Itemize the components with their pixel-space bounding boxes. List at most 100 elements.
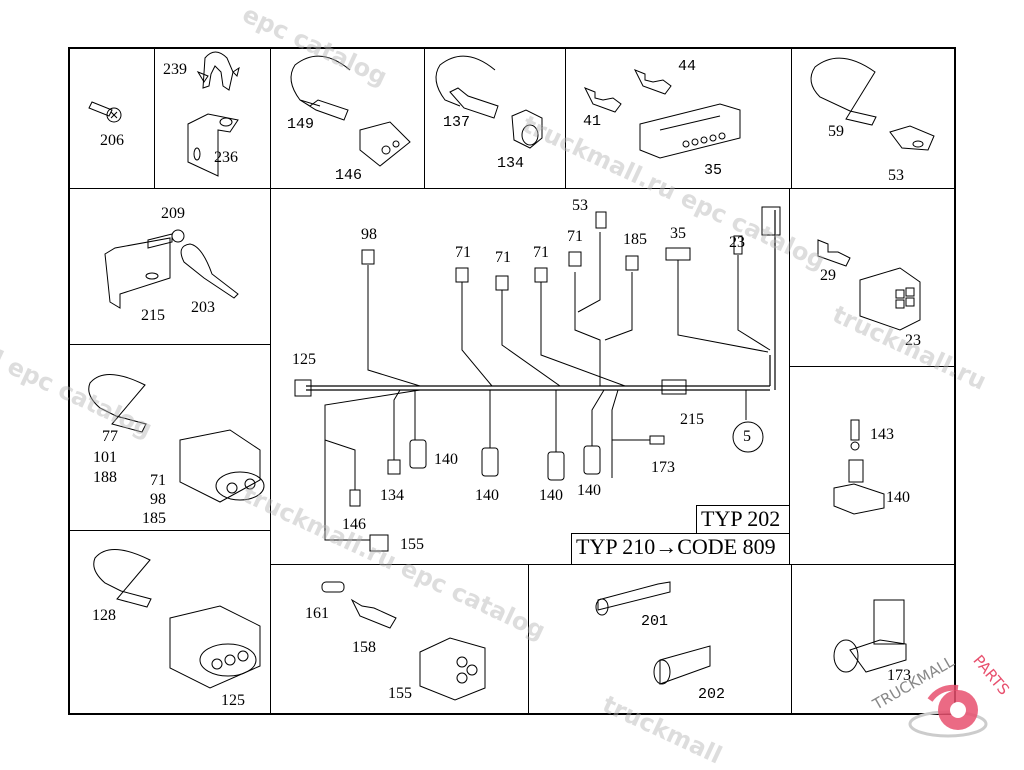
harness-label-125: 125	[292, 351, 316, 368]
harness-connector-71a	[455, 267, 469, 283]
harness-connector-top	[761, 206, 781, 236]
harness-label-185: 185	[623, 231, 647, 248]
harness-connector-173	[649, 435, 665, 445]
gear-logo-icon	[908, 684, 988, 738]
wire-137-icon	[435, 55, 543, 149]
harness-label-53: 53	[572, 197, 588, 214]
harness-label-140c: 140	[539, 487, 563, 504]
harness-connector-71b	[495, 275, 509, 291]
label-29: 29	[820, 267, 836, 284]
wire-149-icon	[290, 55, 411, 167]
harness-connector-134	[387, 459, 401, 475]
harness-connector-155	[369, 534, 389, 552]
label-98: 98	[150, 491, 166, 508]
harness-connector-53	[595, 211, 607, 229]
clip-239-icon	[196, 51, 240, 91]
label-59: 59	[828, 123, 844, 140]
typ-210-box: TYP 210→CODE 809	[571, 533, 790, 565]
wire-59-icon	[810, 57, 935, 151]
terminal-44-icon	[633, 69, 672, 95]
harness-connector-185	[625, 255, 639, 271]
label-23: 23	[905, 332, 921, 349]
plug-161-icon	[321, 581, 345, 593]
label-201: 201	[641, 613, 669, 630]
sleeve-202-icon	[653, 645, 711, 685]
label-77: 77	[102, 428, 118, 445]
harness-sensor-140a	[409, 439, 427, 469]
wire-128-icon	[93, 549, 152, 608]
harness-label-35: 35	[670, 225, 686, 242]
connector-71-icon	[179, 429, 265, 503]
harness-trunk	[306, 210, 776, 391]
harness-label-146: 146	[342, 516, 366, 533]
bolt-209-icon	[147, 229, 185, 249]
label-185: 185	[142, 510, 166, 527]
harness-label-140d: 140	[577, 482, 601, 499]
harness-branches	[324, 232, 771, 541]
label-155: 155	[388, 685, 412, 702]
label-137: 137	[443, 114, 471, 131]
harness-connector-125	[294, 379, 312, 397]
terminal-29-icon	[817, 239, 851, 267]
harness-label-71b: 71	[495, 249, 511, 266]
harness-connector-71c	[534, 267, 548, 283]
label-209: 209	[161, 205, 185, 222]
harness-label-155: 155	[400, 536, 424, 553]
elbow-173-icon	[833, 599, 907, 673]
harness-clip-215	[661, 379, 687, 395]
harness-label-71a: 71	[455, 244, 471, 261]
label-173: 173	[887, 667, 911, 684]
bracket-215-icon	[104, 237, 171, 309]
harness-label-140b: 140	[475, 487, 499, 504]
label-44: 44	[678, 58, 697, 75]
harness-connector-35	[665, 247, 691, 261]
bracket-236-icon	[187, 113, 239, 177]
harness-connector-23	[733, 235, 743, 255]
harness-label-173: 173	[651, 459, 675, 476]
harness-label-71c: 71	[533, 244, 549, 261]
pin-143-icon	[850, 419, 860, 451]
label-101: 101	[93, 449, 117, 466]
parts-drawings	[88, 51, 935, 701]
wire-77-icon	[88, 374, 147, 433]
label-215: 215	[141, 307, 165, 324]
terminal-158-icon	[350, 598, 397, 629]
label-188: 188	[93, 469, 117, 486]
truckmall-logo: TRUCKMALL PARTS	[860, 651, 1024, 750]
harness-label-98: 98	[361, 226, 377, 243]
label-143: 143	[870, 426, 894, 443]
screw-206-icon	[88, 101, 122, 123]
label-140: 140	[886, 489, 910, 506]
harness-sensor-140b	[481, 447, 499, 477]
label-146: 146	[335, 167, 363, 184]
terminal-41-icon	[583, 87, 622, 113]
harness-sensor-140d	[583, 445, 601, 475]
typ-202-box: TYP 202	[696, 505, 790, 534]
harness-connectors	[294, 206, 781, 552]
harness-label-23: 23	[729, 234, 745, 251]
harness-sensor-140c	[547, 451, 565, 481]
label-158: 158	[352, 639, 376, 656]
label-134: 134	[497, 155, 525, 172]
label-35: 35	[704, 162, 723, 179]
label-206: 206	[100, 132, 124, 149]
label-239: 239	[163, 61, 187, 78]
harness-connector-146	[349, 489, 361, 507]
panel-173	[791, 564, 956, 715]
sensor-140-icon	[833, 459, 885, 515]
harness-connector-71d	[568, 251, 582, 267]
callout-5-circle	[732, 421, 764, 453]
label-71: 71	[150, 472, 166, 489]
harness-label-140a: 140	[434, 451, 458, 468]
harness-label-5: 5	[743, 428, 751, 445]
label-128: 128	[92, 607, 116, 624]
label-202: 202	[698, 686, 726, 703]
harness-label-134: 134	[380, 487, 404, 504]
label-203: 203	[191, 299, 215, 316]
housing-23-icon	[859, 267, 921, 331]
harness-label-71d: 71	[567, 228, 583, 245]
cable-tie-203-icon	[180, 243, 239, 299]
label-236: 236	[214, 149, 238, 166]
connector-125-icon	[169, 605, 261, 689]
housing-155-icon	[419, 637, 486, 701]
